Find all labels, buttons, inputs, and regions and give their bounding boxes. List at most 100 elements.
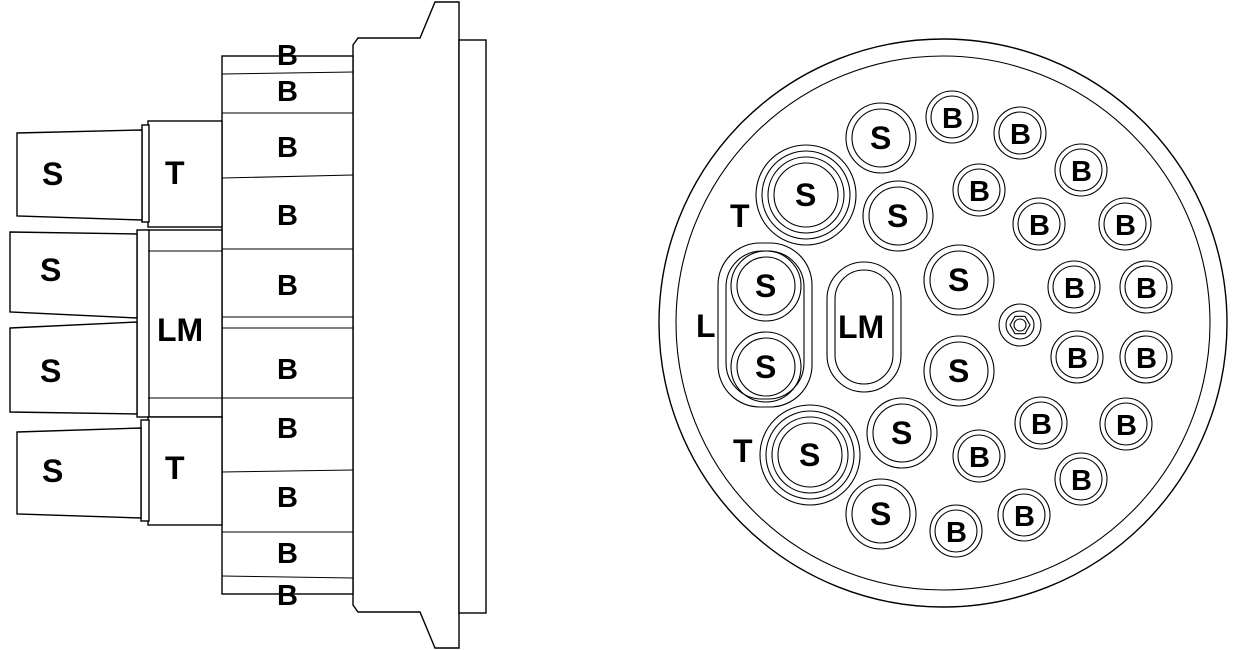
face-label-b-8: B [1136, 273, 1157, 305]
face-label-b-2: B [1010, 119, 1031, 151]
face-outer-rim [658, 38, 1228, 608]
side-t-lower-block [147, 416, 223, 526]
face-label-b-11: B [1031, 409, 1052, 441]
face-s-contact-7: S [730, 250, 802, 322]
face-hex-nut-icon [1009, 315, 1031, 335]
side-label-t-lower: T [165, 450, 185, 486]
face-label-t-upper: T [730, 198, 750, 234]
face-lm-oval-inner [834, 269, 894, 385]
face-b-contact-15: B [997, 488, 1051, 542]
connector-face-view: LM S S S S S S [658, 38, 1228, 608]
face-s-contact-6: S [845, 478, 917, 550]
face-label-b-3: B [1071, 156, 1092, 188]
side-t-upper-block [147, 120, 223, 228]
side-label-b-1: B [277, 40, 298, 72]
side-label-b-7: B [277, 413, 298, 445]
face-label-b-6: B [1115, 210, 1136, 242]
side-rear-flange [458, 39, 487, 614]
face-label-s-5: S [891, 415, 912, 451]
side-label-lm: LM [157, 312, 203, 348]
face-label-b-5: B [1029, 210, 1050, 242]
side-label-b-4: B [277, 200, 298, 232]
side-label-b-5: B [277, 270, 298, 302]
side-t-upper-collar [141, 124, 150, 223]
face-b-contact-4: B [952, 163, 1006, 217]
face-inner-rim [675, 55, 1211, 591]
side-s-plug-1 [16, 129, 143, 221]
face-b-contact-7: B [1047, 260, 1101, 314]
face-hex-nut-bore [1013, 318, 1027, 332]
side-label-b-2: B [277, 76, 298, 108]
face-center-boss [998, 303, 1042, 347]
face-label-s-6: S [870, 496, 891, 532]
face-s-contact-8: S [730, 331, 802, 403]
side-t-lower-collar [140, 419, 150, 522]
face-s-contact-4: S [923, 335, 995, 407]
side-label-b-3: B [277, 132, 298, 164]
face-label-b-13: B [969, 442, 990, 474]
face-b-contact-2: B [993, 106, 1047, 160]
face-b-contact-12: B [1099, 397, 1153, 451]
face-t-contact-upper: S [755, 144, 857, 246]
side-label-s-3: S [40, 353, 61, 389]
face-s-contact-5: S [866, 397, 938, 469]
side-label-b-8: B [277, 482, 298, 514]
face-label-b-7: B [1064, 273, 1085, 305]
face-label-b-12: B [1116, 410, 1137, 442]
face-label-b-1: B [942, 103, 963, 135]
side-s-plug-4 [16, 427, 142, 519]
side-label-b-9: B [277, 538, 298, 570]
face-label-b-10: B [1136, 343, 1157, 375]
face-b-contact-9: B [1050, 330, 1104, 384]
face-b-contact-5: B [1012, 197, 1066, 251]
side-s-plug-2 [9, 231, 138, 319]
face-b-contact-6: B [1098, 197, 1152, 251]
face-label-s-7: S [755, 268, 776, 304]
face-label-t-lower: T [733, 433, 753, 469]
face-label-s-t-upper: S [795, 177, 816, 213]
side-label-s-1: S [42, 156, 63, 192]
face-s-contact-1: S [845, 102, 917, 174]
face-b-contact-14: B [1054, 452, 1108, 506]
face-b-contact-16: B [929, 504, 983, 558]
face-label-s-8: S [755, 349, 776, 385]
face-label-b-14: B [1071, 465, 1092, 497]
face-label-b-16: B [946, 517, 967, 549]
face-t-contact-lower: S [759, 404, 861, 506]
face-b-contact-8: B [1119, 260, 1173, 314]
side-lm-collar [136, 229, 150, 418]
face-label-b-9: B [1067, 343, 1088, 375]
face-lm-oval-outer [826, 261, 902, 393]
face-label-l: L [696, 308, 716, 344]
side-body-housing [352, 1, 460, 649]
side-label-t-upper: T [165, 155, 185, 191]
face-label-s-t-lower: S [799, 437, 820, 473]
face-b-contact-11: B [1014, 396, 1068, 450]
face-b-contact-10: B [1119, 330, 1173, 384]
connector-side-view: S S S S T LM T B B B B B B B B B B [9, 1, 487, 649]
face-label-s-4: S [948, 353, 969, 389]
face-label-s-2: S [887, 198, 908, 234]
face-l-carrier-outer [717, 242, 813, 408]
face-center-ring [1005, 310, 1035, 340]
side-s-plug-3 [9, 321, 138, 415]
face-s-contact-3: S [923, 244, 995, 316]
face-s-contact-2: S [862, 180, 934, 252]
side-b-column [221, 55, 354, 595]
face-b-contact-1: B [925, 90, 979, 144]
face-label-b-15: B [1014, 501, 1035, 533]
face-label-s-3: S [948, 262, 969, 298]
face-b-contacts: B B B B B B B B B B B B [925, 90, 1173, 558]
side-label-b-6: B [277, 354, 298, 386]
face-label-b-4: B [969, 176, 990, 208]
face-b-contact-3: B [1054, 143, 1108, 197]
side-label-s-4: S [42, 453, 63, 489]
face-label-lm: LM [838, 309, 884, 345]
side-label-s-2: S [40, 252, 61, 288]
face-b-contact-13: B [952, 429, 1006, 483]
face-label-s-1: S [870, 120, 891, 156]
side-b-dividers [221, 71, 354, 579]
side-label-b-10: B [277, 580, 298, 612]
